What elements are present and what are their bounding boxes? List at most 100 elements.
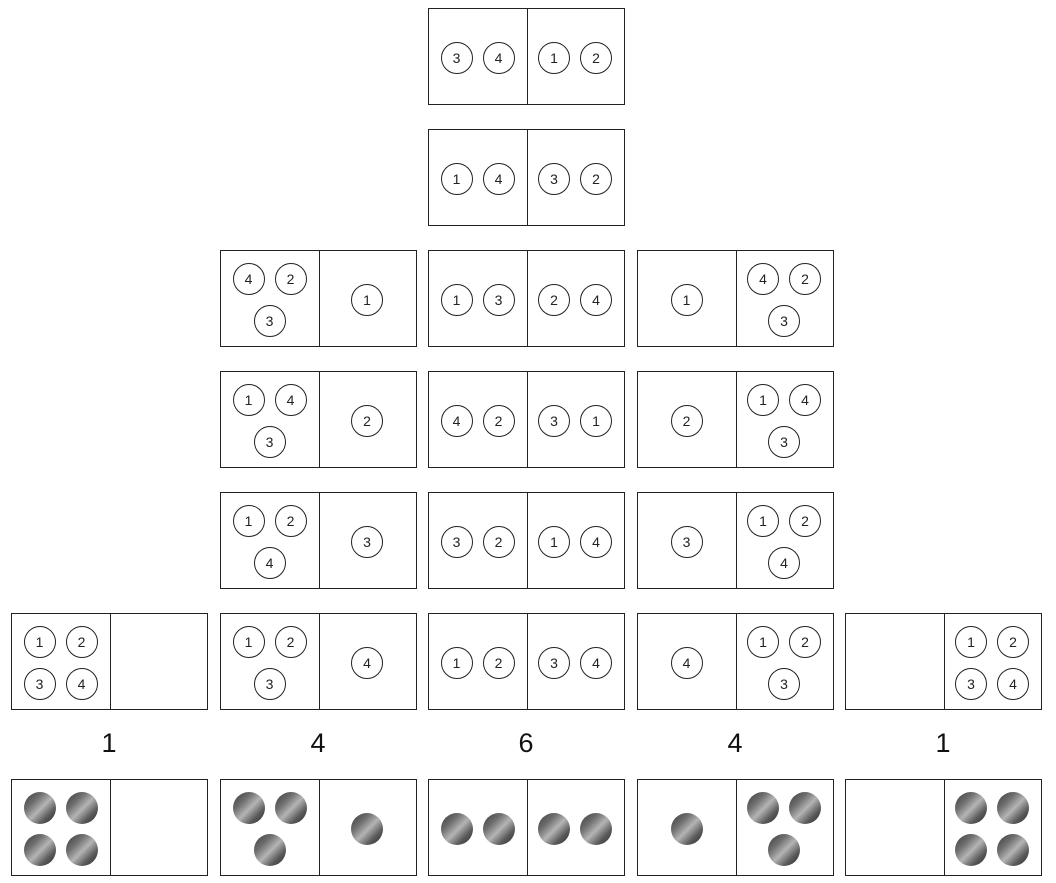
right-compartment	[319, 780, 417, 875]
shaded-ball	[670, 812, 703, 845]
right-compartment: 4	[319, 614, 417, 709]
numbered-ball: 2	[65, 625, 98, 658]
numbered-ball: 3	[440, 41, 473, 74]
shaded-ball	[274, 791, 307, 824]
numbered-ball: 3	[768, 425, 800, 458]
numbered-ball: 1	[232, 504, 265, 537]
left-compartment	[429, 780, 528, 875]
numbered-ball: 2	[580, 162, 612, 195]
numbered-ball: 4	[580, 525, 612, 558]
distribution-box	[220, 779, 417, 876]
numbered-ball: 3	[253, 425, 286, 458]
numbered-ball: 3	[768, 667, 800, 700]
numbered-ball: 1	[232, 625, 265, 658]
numbered-ball: 3	[23, 667, 56, 700]
left-compartment: 4	[638, 614, 737, 709]
left-compartment	[846, 780, 945, 875]
shaded-ball	[23, 791, 56, 824]
right-compartment	[110, 780, 208, 875]
distribution-box	[428, 779, 625, 876]
numbered-ball: 4	[253, 546, 286, 579]
arrangement-count: 6	[518, 728, 534, 758]
numbered-ball: 4	[768, 546, 800, 579]
numbered-ball: 2	[789, 504, 821, 537]
numbered-ball: 4	[580, 646, 612, 679]
left-compartment: 2	[638, 372, 737, 467]
numbered-ball: 2	[482, 525, 515, 558]
numbered-ball: 1	[440, 283, 473, 316]
numbered-ball: 1	[440, 646, 473, 679]
arrangement-count: 4	[310, 728, 326, 758]
numbered-ball: 3	[482, 283, 515, 316]
shaded-ball	[768, 833, 800, 866]
numbered-ball: 4	[482, 162, 515, 195]
right-compartment	[527, 780, 625, 875]
arrangement-count: 1	[101, 728, 117, 758]
numbered-ball: 2	[482, 646, 515, 679]
numbered-ball: 4	[482, 41, 515, 74]
numbered-ball: 2	[997, 625, 1029, 658]
shaded-ball	[65, 791, 98, 824]
numbered-ball: 1	[538, 41, 570, 74]
numbered-ball: 1	[747, 383, 779, 416]
right-compartment: 3	[319, 493, 417, 588]
shaded-ball	[440, 812, 473, 845]
numbered-ball: 2	[274, 504, 307, 537]
numbered-ball: 3	[538, 162, 570, 195]
shaded-ball	[538, 812, 570, 845]
numbered-ball: 4	[65, 667, 98, 700]
shaded-ball	[955, 833, 987, 866]
numbered-ball: 2	[789, 625, 821, 658]
numbered-ball: 4	[580, 283, 612, 316]
numbered-ball: 1	[440, 162, 473, 195]
numbered-ball: 2	[274, 262, 307, 295]
shaded-ball	[747, 791, 779, 824]
right-compartment	[944, 780, 1042, 875]
numbered-ball: 3	[955, 667, 987, 700]
numbered-ball: 3	[253, 304, 286, 337]
numbered-ball: 3	[768, 304, 800, 337]
shaded-ball	[955, 791, 987, 824]
distribution-box	[845, 779, 1042, 876]
right-compartment: 2	[319, 372, 417, 467]
left-compartment: 3	[638, 493, 737, 588]
right-compartment	[110, 614, 208, 709]
numbered-ball: 1	[747, 504, 779, 537]
numbered-ball: 2	[274, 625, 307, 658]
numbered-ball: 3	[538, 646, 570, 679]
numbered-ball: 3	[253, 667, 286, 700]
right-compartment: 1	[319, 251, 417, 346]
numbered-ball: 1	[351, 283, 383, 316]
numbered-ball: 1	[670, 283, 703, 316]
shaded-ball	[65, 833, 98, 866]
numbered-ball: 3	[440, 525, 473, 558]
